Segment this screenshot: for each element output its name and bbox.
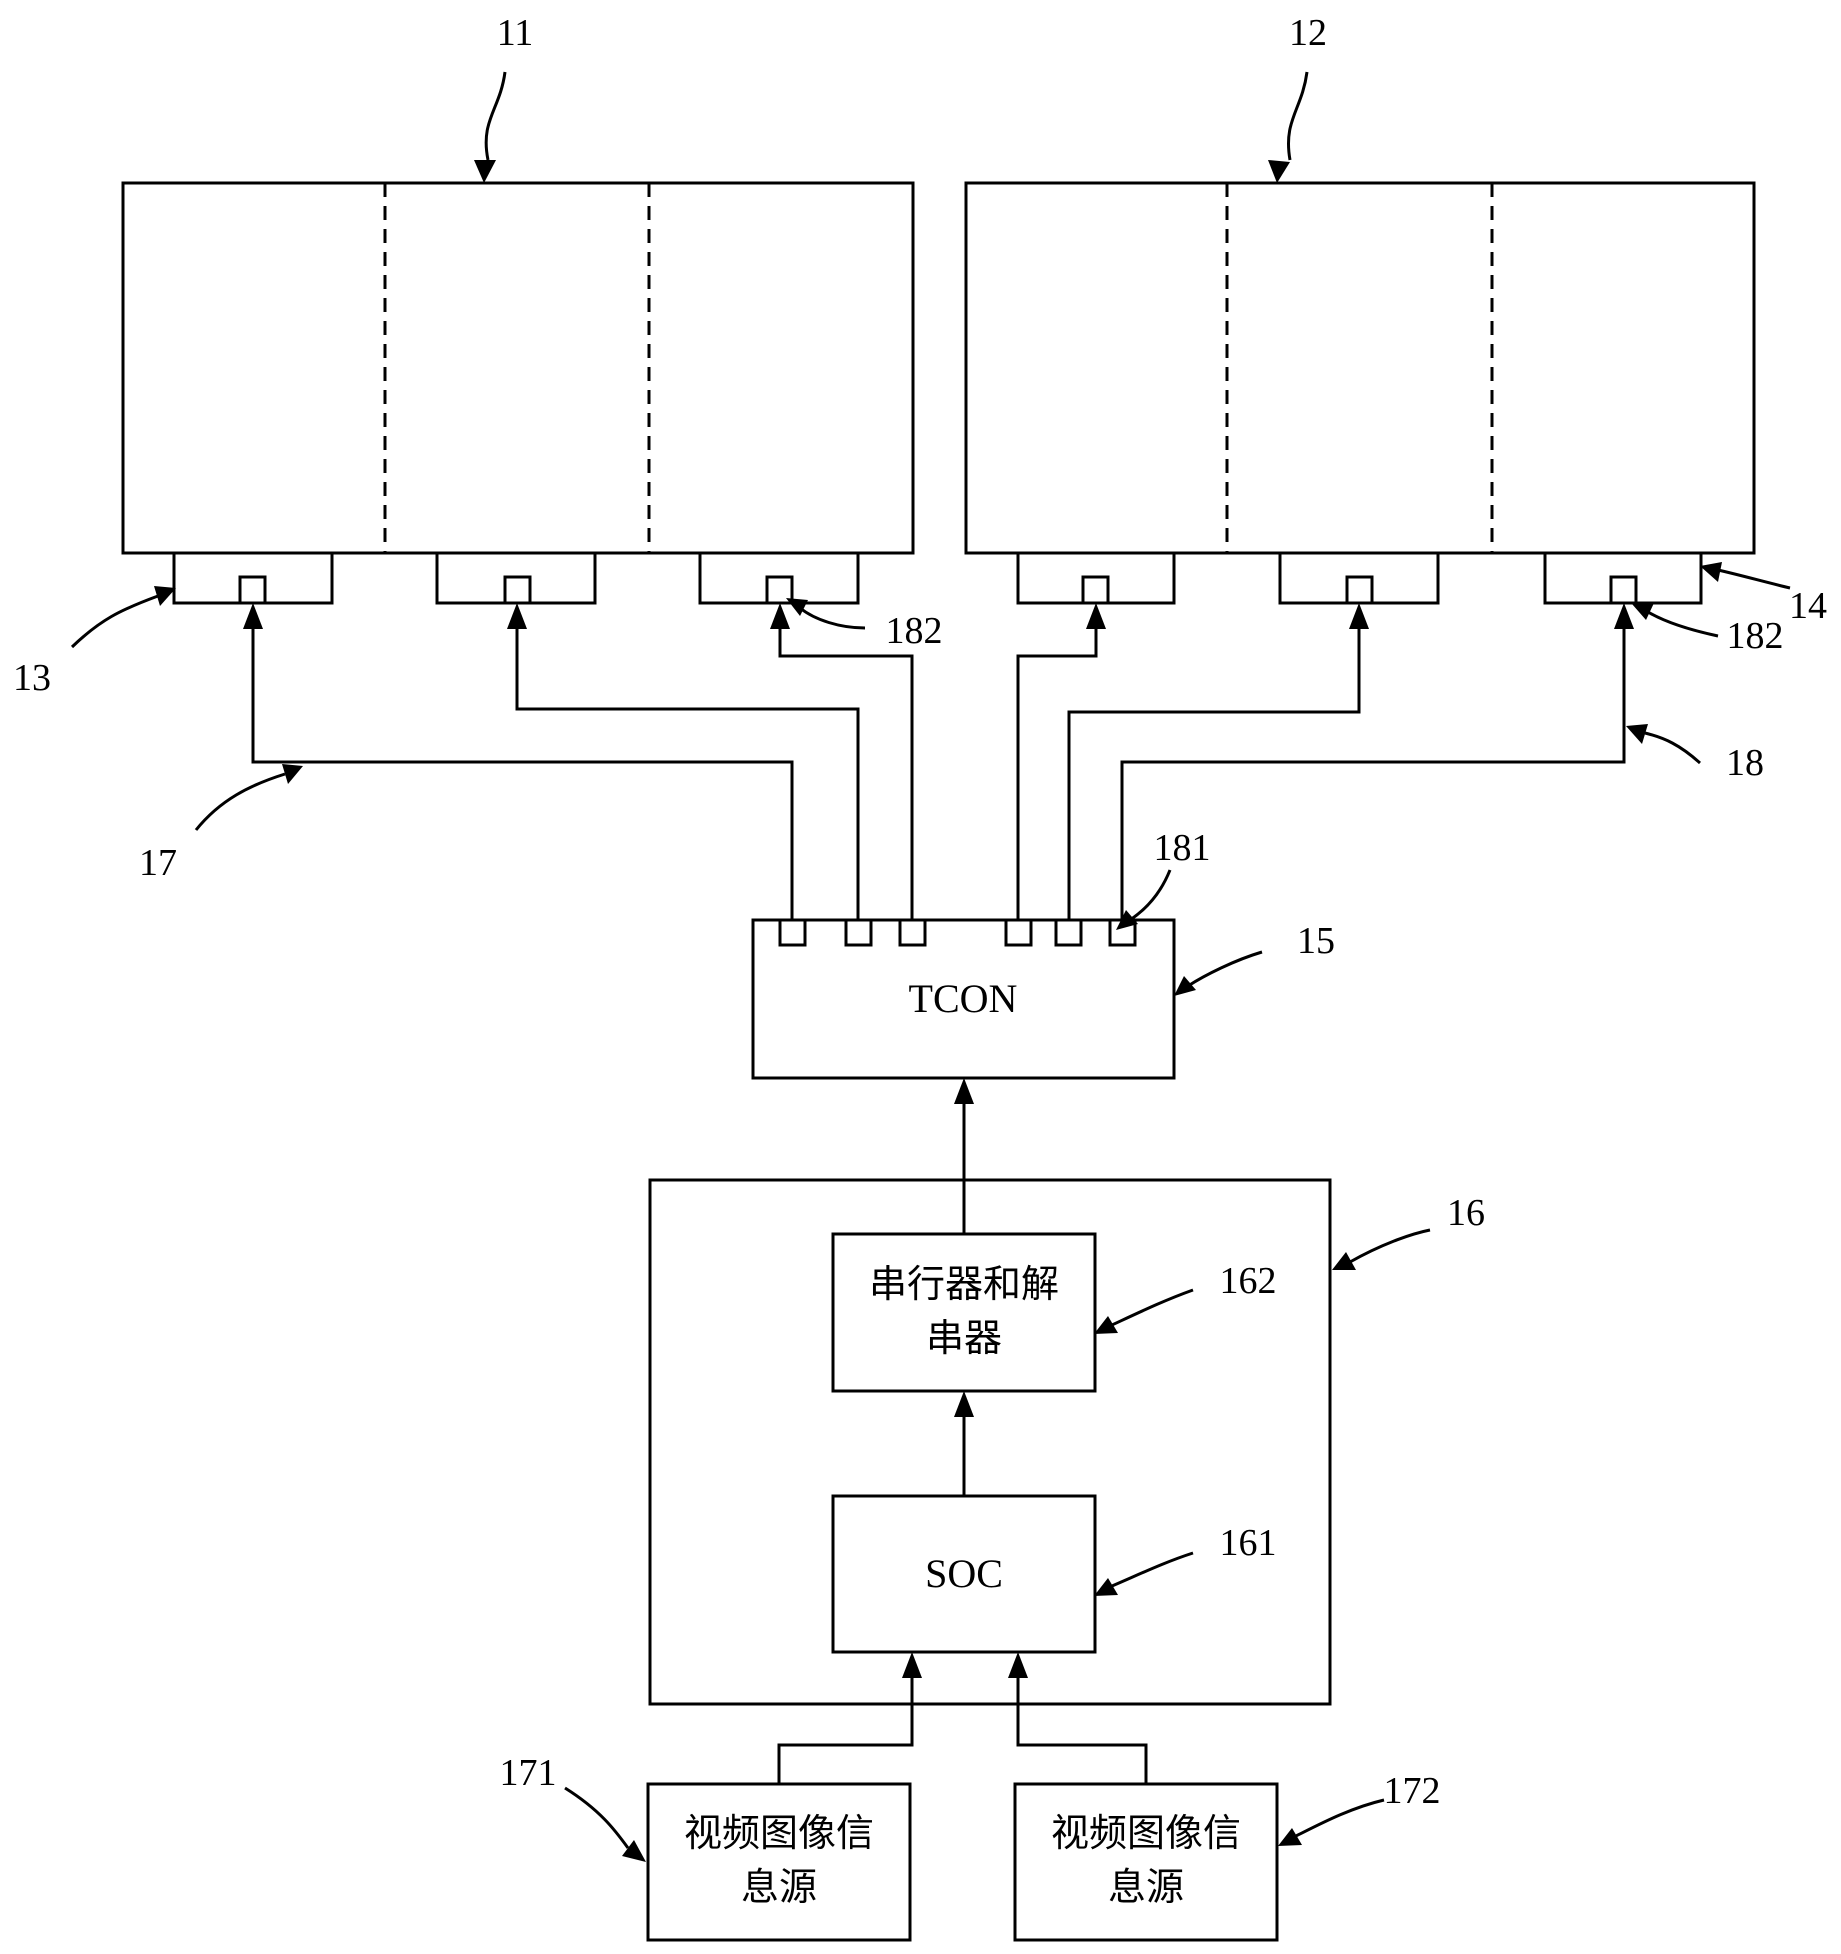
driver-port — [238, 575, 267, 605]
arrow-icon — [1700, 562, 1722, 582]
source1-label-line1: 视频图像信 — [684, 1811, 874, 1855]
video-source-172: 视频图像信 息源 — [1013, 1782, 1279, 1942]
arrow-down-icon — [1268, 160, 1290, 183]
arrow-icon — [1278, 1828, 1302, 1846]
arrow-up-icon — [1086, 603, 1106, 629]
ref-182-left: 182 — [886, 610, 943, 652]
display-panel-11 — [121, 181, 915, 555]
ref-16: 16 — [1447, 1192, 1485, 1234]
reference-numerals: 11 12 13 14 182 182 18 17 181 15 16 162 … — [13, 12, 1827, 1812]
ref-181: 181 — [1154, 827, 1211, 869]
arrow-icon — [1116, 910, 1138, 930]
arrow-up-icon — [954, 1391, 974, 1417]
leader-lines — [70, 71, 1791, 1862]
arrow-up-icon — [243, 603, 263, 629]
serdes-block: 串行器和解 串器 — [831, 1232, 1097, 1393]
video-source-171: 视频图像信 息源 — [646, 1782, 912, 1942]
arrowheads-up — [243, 603, 1634, 629]
display-panel-12 — [964, 181, 1756, 555]
soc-label: SOC — [925, 1551, 1003, 1596]
driver-port — [1345, 575, 1374, 605]
tcon-port — [778, 918, 807, 947]
arrow-icon — [1626, 724, 1648, 744]
arrow-up-icon — [1349, 603, 1369, 629]
ref-171: 171 — [500, 1752, 557, 1794]
tcon-port — [898, 918, 927, 947]
arrow-icon — [1094, 1316, 1118, 1334]
arrow-down-icon — [474, 160, 496, 183]
ref-162: 162 — [1220, 1260, 1277, 1302]
driver-port — [503, 575, 532, 605]
tcon-label: TCON — [909, 976, 1018, 1021]
arrow-up-icon — [770, 603, 790, 629]
cable-18-wires — [1016, 614, 1626, 920]
serdes-label-line2: 串器 — [926, 1316, 1002, 1360]
arrow-up-icon — [954, 1078, 974, 1104]
arrow-icon — [786, 598, 808, 616]
serdes-label-line1: 串行器和解 — [869, 1262, 1059, 1306]
arrow-up-icon — [1614, 603, 1634, 629]
driver-boards-right — [1016, 551, 1703, 605]
arrow-icon — [1094, 1578, 1118, 1596]
arrow-up-icon — [1008, 1652, 1028, 1678]
ref-172: 172 — [1384, 1770, 1441, 1812]
arrow-up-icon — [507, 603, 527, 629]
ref-11: 11 — [497, 12, 534, 54]
ref-182-right: 182 — [1727, 615, 1784, 657]
tcon-port — [1054, 918, 1083, 947]
driver-boards-left — [172, 551, 860, 605]
arrow-icon — [1632, 603, 1654, 620]
cable-17-wires — [251, 614, 914, 920]
tcon-block: TCON — [751, 918, 1176, 1080]
source1-label-line2: 息源 — [741, 1865, 817, 1909]
arrow-up-icon — [902, 1652, 922, 1678]
arrow-icon — [1332, 1252, 1356, 1270]
source2-label-line1: 视频图像信 — [1051, 1811, 1241, 1855]
driver-port — [765, 575, 794, 605]
tcon-port — [1004, 918, 1033, 947]
ref-13: 13 — [13, 657, 51, 699]
link-sources-to-soc — [777, 1652, 1148, 1784]
ref-12: 12 — [1289, 12, 1327, 54]
driver-port — [1609, 575, 1638, 605]
ref-161: 161 — [1220, 1522, 1277, 1564]
arrow-icon — [1174, 976, 1196, 996]
ref-17: 17 — [139, 842, 177, 884]
ref-15: 15 — [1297, 920, 1335, 962]
ref-18: 18 — [1726, 742, 1764, 784]
link-serdes-to-tcon — [954, 1078, 974, 1234]
arrow-icon — [154, 586, 176, 606]
soc-block: SOC — [831, 1494, 1097, 1654]
driver-port — [1081, 575, 1110, 605]
source2-label-line2: 息源 — [1108, 1865, 1184, 1909]
ref-14: 14 — [1789, 585, 1827, 627]
tcon-port — [844, 918, 873, 947]
link-soc-to-serdes — [954, 1391, 974, 1496]
arrow-icon — [282, 764, 303, 784]
arrow-icon — [622, 1840, 646, 1862]
